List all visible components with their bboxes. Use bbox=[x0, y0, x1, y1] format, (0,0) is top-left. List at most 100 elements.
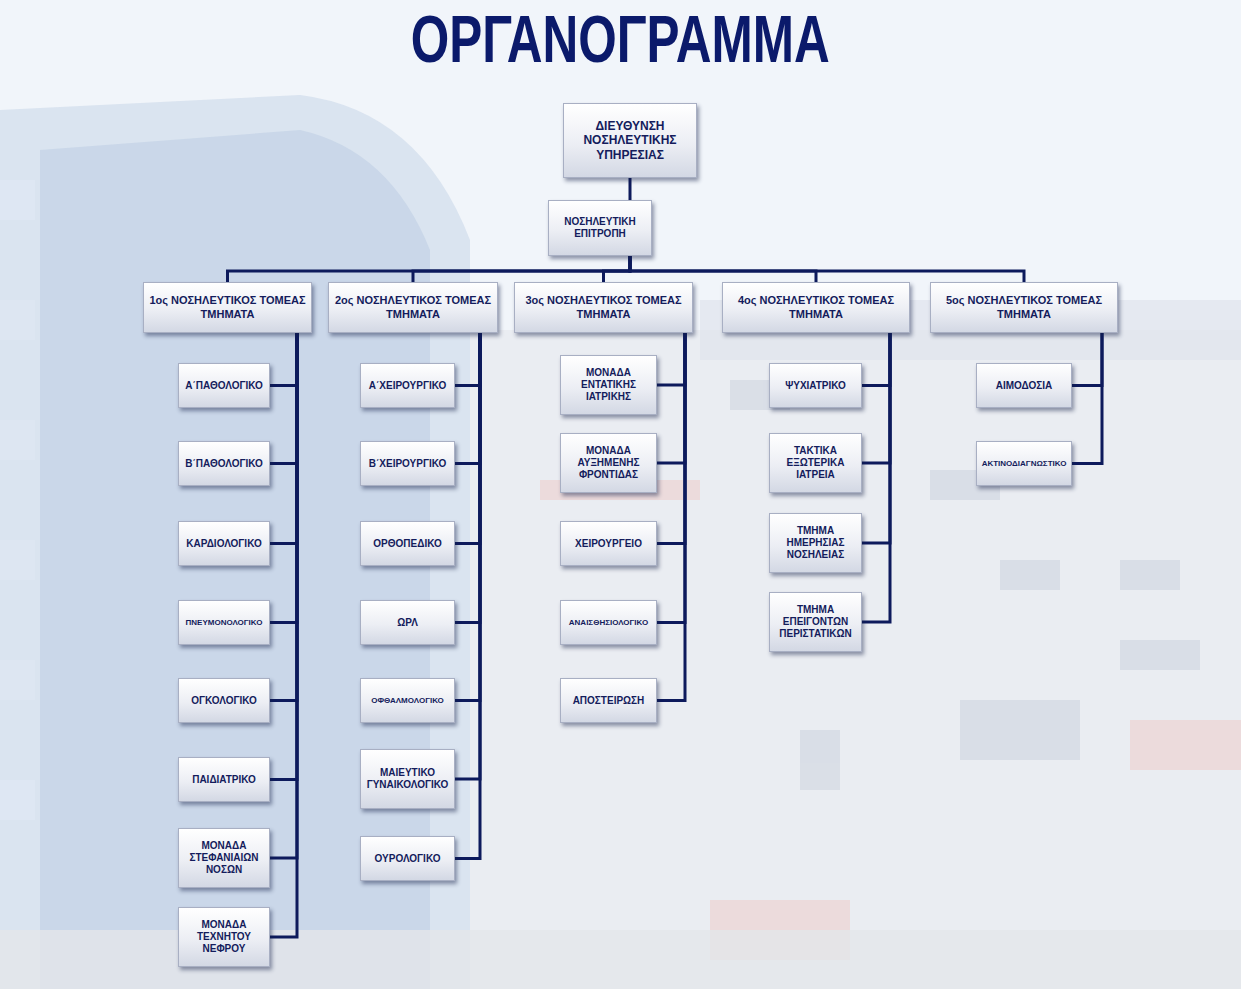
connector-line bbox=[228, 256, 631, 282]
box-label: Α΄ΧΕΙΡΟΥΡΓΙΚΟ bbox=[365, 380, 450, 392]
committee-box: ΝΟΣΗΛΕΥΤΙΚΗ ΕΠΙΤΡΟΠΗ bbox=[548, 200, 652, 256]
box-label: ΟΡΘΟΠΕΔΙΚΟ bbox=[365, 538, 450, 550]
department-box: Α΄ΠΑΘΟΛΟΓΙΚΟ bbox=[178, 363, 270, 408]
department-box: ΚΑΡΔΙΟΛΟΓΙΚΟ bbox=[178, 521, 270, 566]
connector-line bbox=[455, 333, 480, 544]
connector-line bbox=[270, 333, 297, 858]
connector-line bbox=[270, 333, 297, 701]
box-label: 5ος ΝΟΣΗΛΕΥΤΙΚΟΣ ΤΟΜΕΑΣ bbox=[935, 294, 1113, 307]
sector-box: 3ος ΝΟΣΗΛΕΥΤΙΚΟΣ ΤΟΜΕΑΣΤΜΗΜΑΤΑ bbox=[514, 282, 693, 333]
connector-line bbox=[630, 256, 1024, 282]
connector-line bbox=[455, 333, 480, 464]
box-label: ΤΜΗΜΑΤΑ bbox=[333, 308, 493, 321]
department-box: ΜΑΙΕΥΤΙΚΟ ΓΥΝΑΙΚΟΛΟΓΙΚΟ bbox=[360, 749, 455, 809]
box-label: ΤΜΗΜΑΤΑ bbox=[519, 308, 688, 321]
department-box: ΤΜΗΜΑ ΕΠΕΙΓΟΝΤΩΝ ΠΕΡΙΣΤΑΤΙΚΩΝ bbox=[769, 592, 862, 652]
department-box: ΑΠΟΣΤΕΙΡΩΣΗ bbox=[560, 678, 657, 723]
box-label: ΜΟΝΑΔΑ ΑΥΞΗΜΕΝΗΣ ΦΡΟΝΤΙΔΑΣ bbox=[565, 445, 652, 481]
connector-line bbox=[455, 333, 480, 859]
connector-line bbox=[270, 333, 297, 386]
connector-line bbox=[270, 333, 297, 544]
connector-line bbox=[629, 178, 632, 200]
connector-line bbox=[455, 333, 480, 623]
department-box: ΧΕΙΡΟΥΡΓΕΙΟ bbox=[560, 521, 657, 566]
department-box: ΟΦΘΑΛΜΟΛΟΓΙΚΟ bbox=[360, 678, 455, 723]
department-box: ΤΑΚΤΙΚΑ ΕΞΩΤΕΡΙΚΑ ΙΑΤΡΕΙΑ bbox=[769, 433, 862, 493]
connector-line bbox=[657, 333, 685, 385]
box-label: ΤΑΚΤΙΚΑ ΕΞΩΤΕΡΙΚΑ ΙΑΤΡΕΙΑ bbox=[774, 445, 857, 481]
department-box: ΨΥΧΙΑΤΡΙΚΟ bbox=[769, 363, 862, 408]
connector-line bbox=[862, 333, 890, 622]
sector-box: 5ος ΝΟΣΗΛΕΥΤΙΚΟΣ ΤΟΜΕΑΣΤΜΗΜΑΤΑ bbox=[930, 282, 1118, 333]
sector-box: 1ος ΝΟΣΗΛΕΥΤΙΚΟΣ ΤΟΜΕΑΣΤΜΗΜΑΤΑ bbox=[143, 282, 312, 333]
box-label: ΟΦΘΑΛΜΟΛΟΓΙΚΟ bbox=[365, 696, 450, 706]
box-label: ΜΟΝΑΔΑ ΤΕΧΝΗΤΟΥ ΝΕΦΡΟΥ bbox=[183, 919, 265, 955]
box-label: ΝΟΣΗΛΕΥΤΙΚΗ ΕΠΙΤΡΟΠΗ bbox=[553, 216, 647, 240]
department-box: ΑΚΤΙΝΟΔΙΑΓΝΩΣΤΙΚΟ bbox=[976, 441, 1072, 486]
box-label: ΟΥΡΟΛΟΓΙΚΟ bbox=[365, 853, 450, 865]
box-label: ΠΑΙΔΙΑΤΡΙΚΟ bbox=[183, 774, 265, 786]
department-box: Β΄ΠΑΘΟΛΟΓΙΚΟ bbox=[178, 441, 270, 486]
connector-line bbox=[862, 333, 890, 386]
box-label: ΤΜΗΜΑΤΑ bbox=[727, 308, 905, 321]
connector-line bbox=[270, 333, 297, 780]
department-box: ΤΜΗΜΑ ΗΜΕΡΗΣΙΑΣ ΝΟΣΗΛΕΙΑΣ bbox=[769, 513, 862, 573]
department-box: ΟΥΡΟΛΟΓΙΚΟ bbox=[360, 836, 455, 881]
box-label: ΚΑΡΔΙΟΛΟΓΙΚΟ bbox=[183, 538, 265, 550]
sector-box: 4ος ΝΟΣΗΛΕΥΤΙΚΟΣ ΤΟΜΕΑΣΤΜΗΜΑΤΑ bbox=[722, 282, 910, 333]
box-label: ΩΡΛ bbox=[365, 617, 450, 629]
connector-line bbox=[862, 333, 890, 463]
box-label: 3ος ΝΟΣΗΛΕΥΤΙΚΟΣ ΤΟΜΕΑΣ bbox=[519, 294, 688, 307]
department-box: ΑΝΑΙΣΘΗΣΙΟΛΟΓΙΚΟ bbox=[560, 600, 657, 645]
connector-line bbox=[630, 256, 816, 282]
connector-line bbox=[455, 333, 480, 386]
box-label: ΑΠΟΣΤΕΙΡΩΣΗ bbox=[565, 695, 652, 707]
connector-line bbox=[657, 333, 685, 463]
page-title-wrap: ΟΡΓΑΝΟΓΡΑΜΜΑ bbox=[0, 6, 1241, 72]
connector-line bbox=[862, 333, 890, 543]
connector-line bbox=[270, 333, 297, 623]
connector-line bbox=[270, 333, 297, 464]
department-box: ΠΑΙΔΙΑΤΡΙΚΟ bbox=[178, 757, 270, 802]
connector-line bbox=[455, 333, 480, 779]
right-wing bbox=[470, 330, 1241, 989]
department-box: ΜΟΝΑΔΑ ΤΕΧΝΗΤΟΥ ΝΕΦΡΟΥ bbox=[178, 907, 270, 967]
tower-windows bbox=[0, 180, 35, 820]
box-label: ΠΝΕΥΜΟΝΟΛΟΓΙΚΟ bbox=[183, 618, 265, 628]
tower-facade bbox=[0, 95, 470, 989]
department-box: Α΄ΧΕΙΡΟΥΡΓΙΚΟ bbox=[360, 363, 455, 408]
department-box: Β΄ΧΕΙΡΟΥΡΓΙΚΟ bbox=[360, 441, 455, 486]
department-box: ΟΓΚΟΛΟΓΙΚΟ bbox=[178, 678, 270, 723]
box-label: 4ος ΝΟΣΗΛΕΥΤΙΚΟΣ ΤΟΜΕΑΣ bbox=[727, 294, 905, 307]
connector-line bbox=[1072, 333, 1102, 464]
connector-line bbox=[1072, 333, 1102, 386]
department-box: ΟΡΘΟΠΕΔΙΚΟ bbox=[360, 521, 455, 566]
connector-line bbox=[413, 256, 630, 282]
box-label: Α΄ΠΑΘΟΛΟΓΙΚΟ bbox=[183, 380, 265, 392]
director-box: ΔΙΕΥΘΥΝΣΗ ΝΟΣΗΛΕΥΤΙΚΗΣ ΥΠΗΡΕΣΙΑΣ bbox=[563, 103, 697, 178]
box-label: ΜΟΝΑΔΑ ΕΝΤΑΤΙΚΗΣ ΙΑΤΡΙΚΗΣ bbox=[565, 367, 652, 403]
box-label: ΤΜΗΜΑΤΑ bbox=[935, 308, 1113, 321]
box-label: ΟΓΚΟΛΟΓΙΚΟ bbox=[183, 695, 265, 707]
box-label: Β΄ΧΕΙΡΟΥΡΓΙΚΟ bbox=[365, 458, 450, 470]
box-label: ΤΜΗΜΑ ΕΠΕΙΓΟΝΤΩΝ ΠΕΡΙΣΤΑΤΙΚΩΝ bbox=[774, 604, 857, 640]
department-box: ΜΟΝΑΔΑ ΕΝΤΑΤΙΚΗΣ ΙΑΤΡΙΚΗΣ bbox=[560, 355, 657, 415]
box-label: ΑΝΑΙΣΘΗΣΙΟΛΟΓΙΚΟ bbox=[565, 618, 652, 628]
box-label: ΑΚΤΙΝΟΔΙΑΓΝΩΣΤΙΚΟ bbox=[981, 459, 1067, 469]
department-box: ΜΟΝΑΔΑ ΣΤΕΦΑΝΙΑΙΩΝ ΝΟΣΩΝ bbox=[178, 828, 270, 888]
connector-line bbox=[657, 333, 685, 544]
box-label: 2ος ΝΟΣΗΛΕΥΤΙΚΟΣ ΤΟΜΕΑΣ bbox=[333, 294, 493, 307]
connector-line bbox=[657, 333, 685, 701]
box-label: ΤΜΗΜΑ ΗΜΕΡΗΣΙΑΣ ΝΟΣΗΛΕΙΑΣ bbox=[774, 525, 857, 561]
box-label: ΧΕΙΡΟΥΡΓΕΙΟ bbox=[565, 538, 652, 550]
connector-line bbox=[604, 256, 631, 282]
department-box: ΩΡΛ bbox=[360, 600, 455, 645]
box-label: Β΄ΠΑΘΟΛΟΓΙΚΟ bbox=[183, 458, 265, 470]
department-box: ΜΟΝΑΔΑ ΑΥΞΗΜΕΝΗΣ ΦΡΟΝΤΙΔΑΣ bbox=[560, 433, 657, 493]
box-label: ΑΙΜΟΔΟΣΙΑ bbox=[981, 380, 1067, 392]
sector-box: 2ος ΝΟΣΗΛΕΥΤΙΚΟΣ ΤΟΜΕΑΣΤΜΗΜΑΤΑ bbox=[328, 282, 498, 333]
department-box: ΠΝΕΥΜΟΝΟΛΟΓΙΚΟ bbox=[178, 600, 270, 645]
box-label: ΜΑΙΕΥΤΙΚΟ ΓΥΝΑΙΚΟΛΟΓΙΚΟ bbox=[365, 767, 450, 791]
